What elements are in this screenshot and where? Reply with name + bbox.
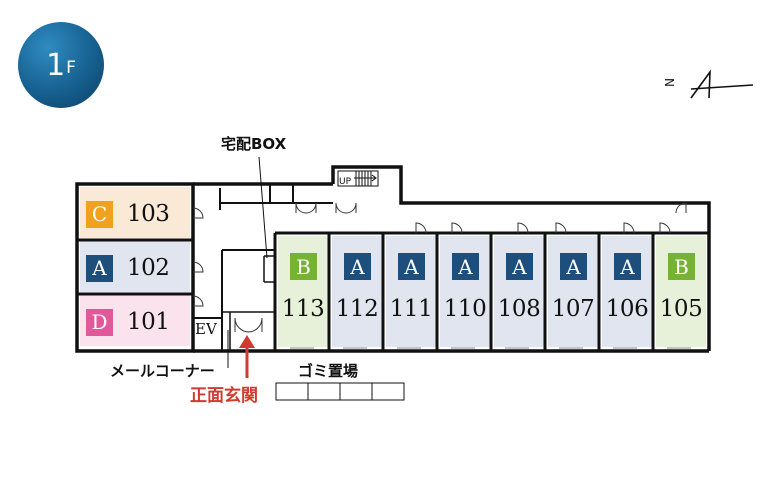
- floor-badge: 1 F: [18, 22, 104, 108]
- room-number: 107: [551, 296, 595, 322]
- room-type-badge: A: [614, 253, 641, 280]
- garbage-area: [275, 382, 405, 401]
- room-107[interactable]: A 107: [548, 236, 598, 346]
- compass-label: N: [662, 78, 676, 87]
- room-type-badge: D: [86, 308, 113, 336]
- walls: [75, 165, 711, 353]
- room-number: 105: [659, 296, 703, 322]
- room-type-badge: A: [398, 253, 425, 280]
- room-type-badge: A: [560, 253, 587, 280]
- room-105[interactable]: B 105: [656, 236, 706, 346]
- garbage-label: ゴミ置場: [298, 362, 359, 380]
- delivery-box-label: 宅配BOX: [221, 135, 287, 153]
- stairs-icon: [337, 170, 379, 187]
- room-type-badge: A: [452, 253, 479, 280]
- room-type-badge: A: [86, 254, 113, 282]
- floor-unit: F: [66, 58, 76, 78]
- room-110[interactable]: A 110: [440, 236, 490, 346]
- room-102[interactable]: A 102: [86, 253, 190, 283]
- room-number: 110: [443, 296, 487, 322]
- room-type-badge: B: [290, 253, 317, 280]
- stairs-up-label: UP: [339, 177, 352, 187]
- room-type-badge: B: [668, 253, 695, 280]
- room-type-badge: C: [86, 200, 113, 228]
- room-101[interactable]: D 101: [86, 307, 190, 337]
- room-number: 103: [127, 201, 170, 227]
- room-number: 111: [389, 296, 433, 322]
- room-111[interactable]: A 111: [386, 236, 436, 346]
- room-103[interactable]: C 103: [86, 199, 190, 229]
- mail-corner-label: メールコーナー: [110, 362, 215, 380]
- north-arrow-icon: N: [662, 69, 754, 99]
- room-number: 102: [127, 255, 170, 281]
- entrance-label: 正面玄関: [190, 386, 258, 406]
- room-type-badge: A: [344, 253, 371, 280]
- room-number: 113: [281, 296, 325, 322]
- room-number: 101: [127, 309, 170, 335]
- room-106[interactable]: A 106: [602, 236, 652, 346]
- room-number: 112: [335, 296, 379, 322]
- delivery-box-leader: [258, 156, 268, 259]
- floor-number: 1: [46, 47, 66, 83]
- door-icons: [192, 202, 687, 333]
- room-number: 108: [497, 296, 541, 322]
- elevator-label: EV: [195, 320, 217, 338]
- compass-shaft: [690, 84, 754, 90]
- entrance-arrow-icon: [239, 335, 255, 348]
- room-number: 106: [605, 296, 649, 322]
- room-type-badge: A: [506, 253, 533, 280]
- room-113[interactable]: B 113: [278, 236, 328, 346]
- room-108[interactable]: A 108: [494, 236, 544, 346]
- room-112[interactable]: A 112: [332, 236, 382, 346]
